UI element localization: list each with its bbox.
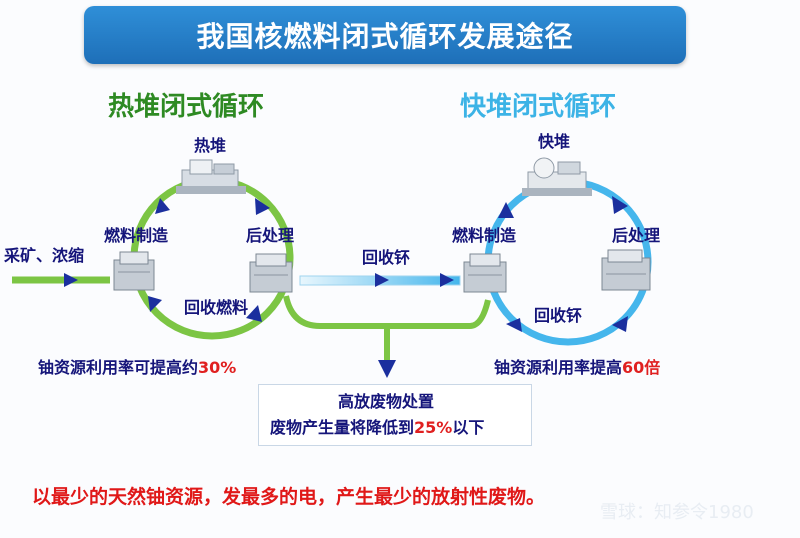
- thermal-reactor-label: 热堆: [194, 136, 227, 155]
- thermal-utilization-value: 30%: [198, 358, 237, 377]
- waste-collector-line: [283, 295, 491, 329]
- fast-reprocess-icon: [601, 249, 651, 291]
- waste-disposal-box: [258, 384, 532, 446]
- thermal-reprocess-label: 后处理: [246, 226, 295, 245]
- waste-drop-arrow: [378, 360, 396, 378]
- mining-flow-arrow: [64, 273, 78, 287]
- thermal-reprocess-icon: [249, 253, 293, 293]
- waste-line-2-value: 25%: [414, 418, 453, 437]
- thermal-cycle-title: 热堆闭式循环: [108, 92, 265, 122]
- waste-line-2: 废物产生量将降低到25%以下: [270, 420, 484, 436]
- waste-line-2-suffix: 以下: [452, 418, 485, 437]
- fast-utilization-prefix: 铀资源利用率提高: [494, 358, 623, 377]
- transfer-label: 回收钚: [362, 248, 411, 267]
- fast-recycle-pu-label: 回收钚: [534, 306, 583, 325]
- thermal-recycle-fuel-label: 回收燃料: [184, 298, 249, 317]
- fast-arrow-4: [506, 318, 522, 332]
- fast-fuel-fab-label: 燃料制造: [452, 226, 517, 245]
- watermark-text: 雪球：知参令1980: [600, 502, 754, 523]
- fast-reactor-label: 快堆: [538, 132, 571, 151]
- thermal-fuel-fab-icon: [113, 251, 155, 291]
- thermal-utilization-text: 铀资源利用率可提高约30%: [38, 360, 236, 376]
- thermal-arrow-1: [155, 198, 170, 214]
- mining-label: 采矿、浓缩: [4, 246, 85, 265]
- waste-line-2-prefix: 废物产生量将降低到: [270, 418, 415, 437]
- thermal-utilization-prefix: 铀资源利用率可提高约: [38, 358, 199, 377]
- thermal-arrow-2: [255, 198, 270, 215]
- thermal-arrow-3: [246, 305, 262, 322]
- thermal-fuel-fab-label: 燃料制造: [104, 226, 169, 245]
- thermal-arrow-4: [148, 296, 162, 312]
- waste-line-1: 高放废物处置: [338, 392, 435, 411]
- fast-utilization-text: 铀资源利用率提高60倍: [494, 360, 660, 376]
- fast-utilization-value: 60倍: [622, 358, 661, 377]
- fast-arrow-3: [612, 316, 628, 332]
- page-title: 我国核燃料闭式循环发展途径: [196, 20, 574, 53]
- fast-cycle-title: 快堆闭式循环: [460, 92, 617, 122]
- fast-reprocess-label: 后处理: [612, 226, 661, 245]
- fast-fuel-fab-icon: [463, 253, 507, 293]
- transfer-arrow-1: [375, 273, 389, 287]
- transfer-arrow-2: [440, 273, 454, 287]
- fast-reactor-icon: [522, 157, 592, 196]
- slogan-text: 以最少的天然铀资源，发最多的电，产生最少的放射性废物。: [32, 486, 546, 508]
- title-banner: 我国核燃料闭式循环发展途径: [84, 6, 686, 64]
- fast-arrow-1: [498, 202, 514, 218]
- fast-arrow-2: [612, 196, 628, 214]
- thermal-reactor-icon: [176, 159, 246, 194]
